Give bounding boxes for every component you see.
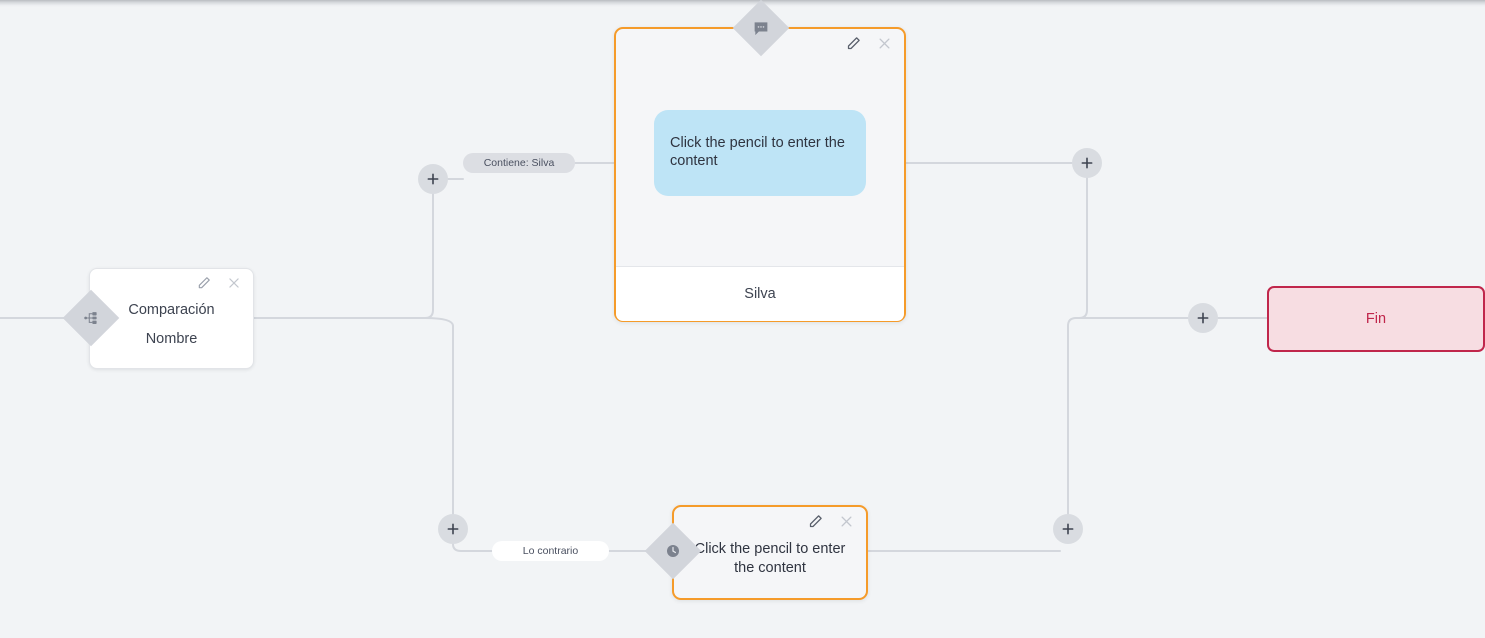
node-wait-text: Click the pencil to enter the content: [694, 541, 846, 576]
clock-icon[interactable]: [644, 522, 702, 580]
edge-lower-riser: [424, 317, 454, 515]
window-top-shadow: [0, 0, 1485, 7]
sitemap-glyph: [83, 310, 99, 326]
node-fin[interactable]: Fin: [1267, 286, 1485, 352]
clock-glyph: [665, 543, 681, 559]
node-message-actions: [846, 36, 892, 56]
sitemap-icon[interactable]: [62, 289, 120, 347]
edge-label-contrario[interactable]: Lo contrario: [492, 541, 609, 561]
message-bubble-text: Click the pencil to enter the content: [670, 134, 845, 169]
node-fin-label: Fin: [1365, 311, 1387, 327]
chat-bubble-glyph: [753, 20, 770, 37]
node-comparacion-actions: [197, 276, 241, 295]
node-wait-actions: [808, 514, 854, 534]
edge-lower-to-label: [452, 543, 493, 552]
add-node-button-upper-right[interactable]: [1072, 148, 1102, 178]
node-comparacion-title: Comparación: [128, 302, 215, 318]
node-message-footer-text: Silva: [744, 286, 776, 302]
chat-bubble-icon[interactable]: [732, 0, 790, 57]
pencil-icon[interactable]: [197, 276, 211, 295]
close-icon[interactable]: [839, 514, 854, 534]
add-node-button-lower-right[interactable]: [1053, 514, 1083, 544]
edge-upper-merge-down: [1075, 177, 1088, 319]
pencil-icon[interactable]: [808, 514, 823, 534]
add-node-button-upper-left[interactable]: [418, 164, 448, 194]
node-message[interactable]: Click the pencil to enter the content Si…: [614, 27, 906, 322]
message-bubble[interactable]: Click the pencil to enter the content: [654, 109, 866, 196]
close-icon[interactable]: [227, 276, 241, 295]
node-message-footer: Silva: [616, 266, 904, 321]
edge-upper-riser: [424, 178, 434, 319]
node-comparacion-subtitle: Nombre: [145, 331, 198, 347]
edge-label-contiene[interactable]: Contiene: Silva: [463, 153, 575, 173]
close-icon[interactable]: [877, 36, 892, 56]
node-wait[interactable]: Click the pencil to enter the content: [672, 505, 868, 600]
add-node-button-before-fin[interactable]: [1188, 303, 1218, 333]
edge-lower-merge-up: [1067, 317, 1189, 537]
pencil-icon[interactable]: [846, 36, 861, 56]
add-node-button-lower-left[interactable]: [438, 514, 468, 544]
